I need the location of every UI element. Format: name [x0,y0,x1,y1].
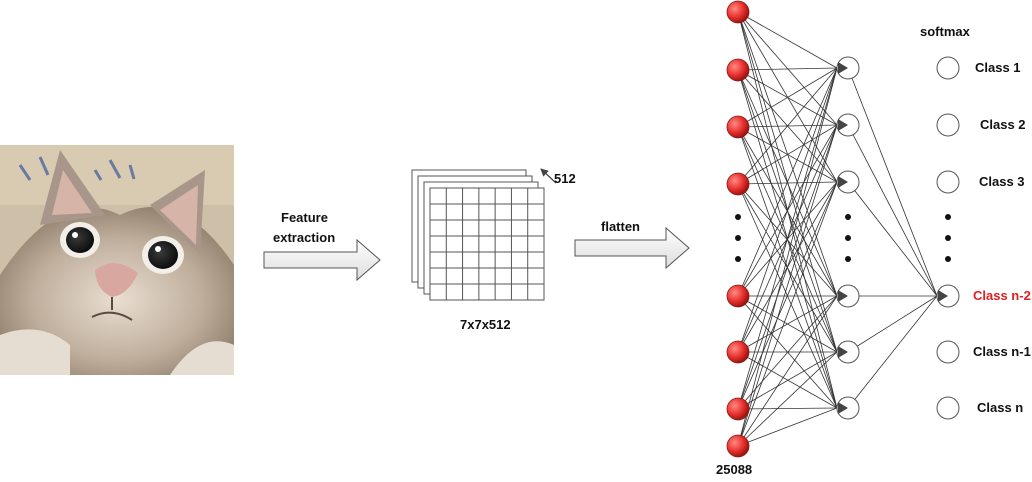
output-node [936,113,960,137]
feature-label-line2: extraction [273,230,336,245]
output-node [936,396,960,420]
ellipsis-dot [945,214,951,220]
input-hidden-edge [737,351,838,410]
hidden-output-edge [847,181,938,297]
input-node [726,284,750,308]
hidden-node-arrowhead [838,402,848,414]
feature-map-grid [430,188,544,300]
feature-extraction-arrow [263,238,381,282]
ellipsis-dots [735,214,951,262]
class-label: Class n-1 [973,344,1031,359]
input-hidden-edge [737,295,838,353]
class-label: Class 3 [979,174,1025,189]
input-hidden-edge [737,183,838,297]
input-hidden-edge [737,181,838,410]
class-label: Class 1 [975,60,1021,75]
input-hidden-edge [737,67,838,71]
input-hidden-edge [737,67,838,410]
depth-label: 512 [554,171,576,186]
input-count-label: 25088 [716,462,753,477]
input-hidden-edge [737,295,838,447]
connections [737,11,938,447]
ellipsis-dot [735,256,741,262]
input-node [726,172,750,196]
hidden-node-arrowhead [838,346,848,358]
input-hidden-edge [737,11,838,183]
feature-map-stack [411,169,545,301]
input-hidden-edge [737,181,838,447]
class-label: Class n-2 [973,288,1031,303]
input-hidden-edge [737,67,838,185]
input-hidden-edge [737,407,838,447]
hidden-node-arrowhead [838,119,848,131]
input-image [0,145,234,375]
ellipsis-dot [735,214,741,220]
softmax-label: softmax [920,24,970,39]
input-node [726,0,750,24]
class-label: Class n [977,400,1024,415]
input-hidden-edge [737,67,838,128]
input-hidden-edge [737,126,838,297]
input-hidden-edge [737,124,838,185]
flatten-label: flatten [601,219,640,234]
hidden-node-arrowhead [838,176,848,188]
input-hidden-edge [737,11,838,69]
ellipsis-dot [845,235,851,241]
input-hidden-edge [737,124,838,447]
input-node [726,340,750,364]
output-node [936,340,960,364]
input-hidden-edge [737,67,838,447]
ellipsis-dot [845,256,851,262]
hidden-output-edge [847,124,938,297]
ellipsis-dot [945,235,951,241]
class-label: Class 2 [980,117,1026,132]
input-hidden-edge [737,67,838,353]
output-node-arrowhead [938,290,948,302]
input-hidden-edge [737,124,838,410]
input-node [726,397,750,421]
input-hidden-edge [737,407,838,410]
depth-arrow [540,168,557,184]
hidden-output-edge [847,67,938,297]
ellipsis-dot [735,235,741,241]
ellipsis-dot [945,256,951,262]
input-hidden-edge [737,11,838,297]
input-node [726,434,750,458]
hidden-output-edge [847,295,938,409]
cat-photo-icon [0,145,234,375]
input-hidden-edge [737,67,838,297]
input-hidden-edge [737,351,838,447]
feature-map-size-label: 7x7x512 [460,317,511,332]
hidden-node-arrowhead [838,290,848,302]
output-node [936,56,960,80]
hidden-node-arrowhead [838,62,848,74]
hidden-output-edge [847,295,938,353]
feature-label-line1: Feature [281,210,328,225]
nodes [726,0,960,458]
flatten-arrow [574,226,690,270]
input-hidden-edge [737,295,838,410]
output-node [936,170,960,194]
input-node [726,115,750,139]
ellipsis-dot [845,214,851,220]
input-node [726,58,750,82]
